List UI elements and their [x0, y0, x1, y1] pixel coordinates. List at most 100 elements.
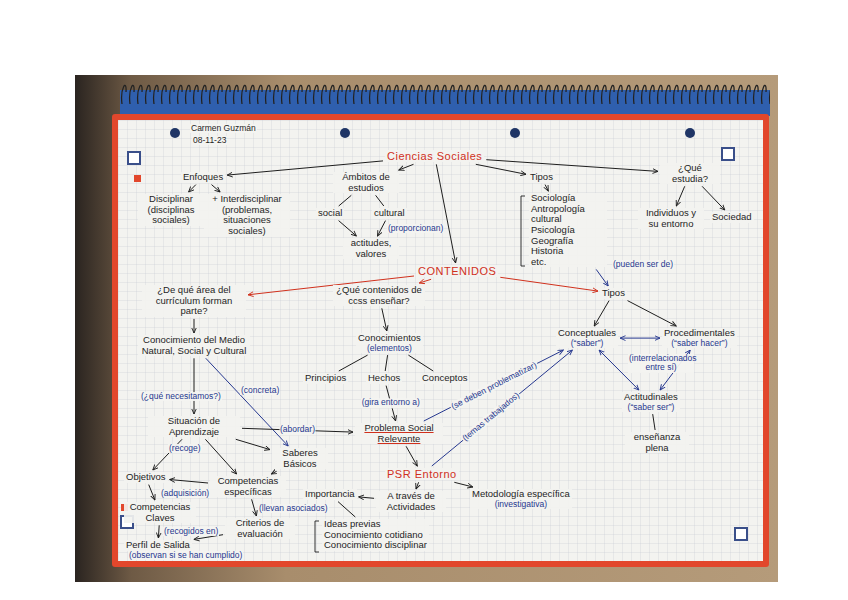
node-subtext: Conocimiento disciplinar	[324, 540, 427, 551]
connector-arrow	[500, 277, 598, 291]
concept-node: Competencias específicas	[210, 476, 286, 497]
node-text: Conceptos	[422, 373, 467, 384]
concept-node: Saberes Básicos	[272, 448, 328, 469]
concept-node: ¿Qué estudia?	[660, 163, 720, 184]
connector-arrow	[399, 164, 414, 170]
concept-node: enseñanza plena	[625, 432, 689, 453]
concept-node: Problema Social Relevante	[355, 423, 443, 444]
connector-arrow	[252, 499, 257, 516]
corner-mark	[722, 148, 734, 160]
node-text: Sociología	[531, 193, 605, 204]
node-subtext: (“saber hacer”)	[664, 339, 735, 349]
connector-arrow	[236, 439, 270, 449]
concept-node: Tipos	[600, 288, 627, 299]
edge-label: (abordar)	[279, 426, 316, 435]
connector-arrow	[486, 160, 658, 172]
node-text: Sociedad	[712, 212, 752, 223]
annotation-label: (recogidos en)	[163, 527, 219, 536]
connector-arrow	[385, 355, 387, 371]
connector-arrow	[676, 186, 684, 206]
concept-node: Competencias Claves	[124, 502, 196, 523]
concept-node: Objetivos	[124, 472, 168, 483]
connector-arrow	[596, 269, 608, 286]
node-text: Situación de Aprendizaje	[150, 416, 238, 437]
connector-arrow	[149, 485, 155, 500]
node-text: Competencias Claves	[126, 502, 194, 523]
annotation-label: (pueden ser de)	[612, 260, 674, 269]
concept-node: Perfil de Salida	[124, 540, 192, 551]
node-text: Tipos	[602, 288, 625, 299]
node-subtext: Conocimiento cotidiano	[324, 530, 427, 541]
connector-arrow	[436, 164, 455, 263]
node-text: Enfoques	[183, 172, 223, 183]
connector-arrow	[212, 185, 221, 192]
node-text: Actitudinales	[624, 392, 678, 403]
connector-arrow	[545, 185, 548, 191]
concept-node: Conceptos	[420, 373, 469, 384]
node-text: Conocimiento del Medio Natural, Social y…	[140, 335, 248, 356]
annotation-label: (recoge)	[168, 444, 202, 453]
connector-arrow	[194, 358, 195, 414]
node-text: social	[318, 208, 342, 219]
node-text: Criterios de evaluación	[227, 518, 293, 539]
connector-arrow	[620, 338, 660, 339]
node-subtext: etc.	[531, 257, 605, 268]
node-subtext: Antropología cultural	[531, 204, 605, 225]
concept-node: SociologíaAntropología culturalPsicologí…	[529, 193, 607, 267]
concept-node: Ámbitos de estudios	[333, 172, 399, 193]
spiral-binding	[120, 76, 770, 106]
connector-arrow	[158, 525, 160, 538]
bracket	[521, 196, 525, 266]
connector-arrow	[170, 480, 208, 484]
connector-arrow	[339, 195, 352, 206]
node-text: PSR Entorno	[387, 468, 457, 480]
concept-node: ¿De qué área del currículum forman parte…	[142, 285, 246, 317]
node-subtext: Historia	[531, 246, 605, 257]
node-text: ¿De qué área del currículum forman parte…	[144, 285, 244, 317]
connector-arrow	[416, 482, 419, 489]
node-subtext: (“saber ser”)	[624, 403, 678, 413]
concept-node: Conocimiento del Medio Natural, Social y…	[138, 335, 250, 356]
concept-node: A través de Actividades	[376, 491, 446, 512]
connector-arrow	[189, 185, 196, 192]
connector-arrow	[454, 482, 473, 487]
connector-arrow	[378, 221, 386, 236]
node-text: Ciencias Sociales	[387, 150, 482, 162]
node-subtext: (“saber”)	[558, 339, 616, 349]
connector-arrow	[194, 319, 195, 333]
annotation-label: (¿qué necesitamos?)	[140, 392, 222, 401]
concept-node: Situación de Aprendizaje	[148, 416, 240, 437]
concept-node: Metodología específica(investigativa)	[470, 489, 572, 509]
annotation-label: (observan si se han cumplido)	[128, 551, 243, 560]
node-subtext: Psicología	[531, 225, 605, 236]
connector-arrow	[594, 301, 609, 326]
node-text: Individuos y su entorno	[640, 208, 702, 229]
page-border	[112, 114, 769, 567]
edge-label: (se deben problematizar)	[448, 360, 538, 412]
node-text: Competencias específicas	[212, 476, 284, 497]
annotation-label: (concreta)	[240, 386, 280, 395]
concept-node: Ideas previasConocimiento cotidianoConoc…	[322, 519, 429, 551]
concept-node: Principios	[303, 373, 348, 384]
connector-arrow	[359, 497, 374, 498]
connector-arrow	[338, 502, 355, 517]
node-subtext: (elementos)	[358, 344, 421, 354]
concept-node: ¿Qué contenidos de ccss enseñar?	[333, 285, 425, 306]
concept-node: actitudes, valores	[343, 238, 399, 259]
connector-arrow	[432, 350, 573, 466]
annotation-label: Carmen Guzmán	[190, 124, 257, 133]
annotation-label: 08-11-23	[192, 136, 227, 145]
connector-arrow	[702, 186, 725, 210]
connector-arrow	[628, 301, 677, 326]
concept-node: Individuos y su entorno	[638, 208, 704, 229]
node-text: Principios	[305, 373, 346, 384]
node-text: ¿Qué contenidos de ccss enseñar?	[335, 285, 423, 306]
concept-node: Disciplinar (disciplinas sociales)	[138, 194, 204, 226]
edge-label: (gira entorno a)	[361, 399, 421, 408]
connector-arrow	[339, 355, 368, 371]
connector-arrow	[376, 195, 384, 206]
punch-hole	[340, 128, 350, 138]
connector-arrow	[205, 439, 236, 474]
concept-node: Conceptuales(“saber”)	[556, 328, 618, 348]
